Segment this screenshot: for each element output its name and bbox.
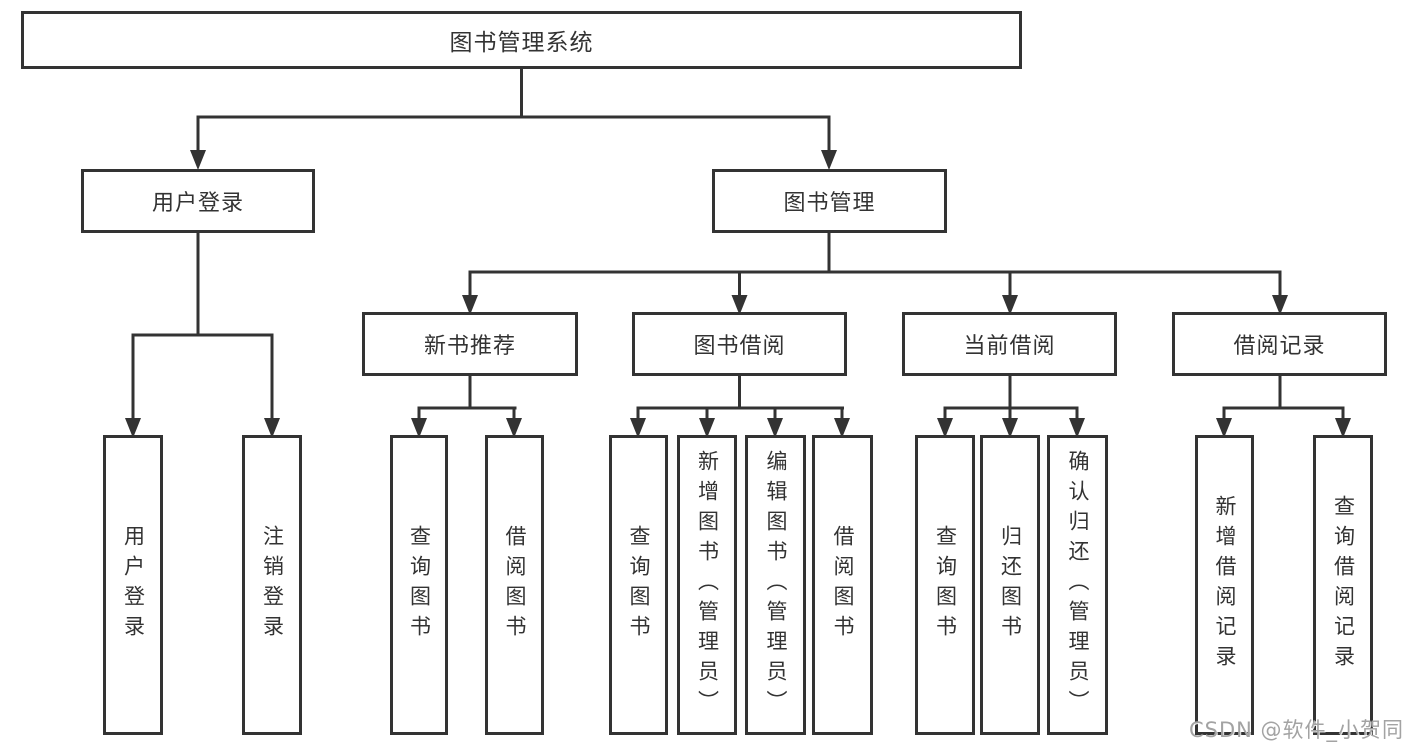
leaf-query-borrow-record: 查询借阅记录	[1313, 435, 1373, 735]
arrowhead	[1216, 418, 1232, 438]
connector-book-borrowing-children	[630, 376, 850, 438]
leaf-query-books-current: 查询图书	[915, 435, 975, 735]
connector-new-book-children	[411, 376, 522, 438]
arrowhead	[1272, 295, 1288, 315]
node-book-borrowing: 图书借阅	[632, 312, 847, 376]
leaf-label: 查询借阅记录	[1331, 495, 1356, 675]
arrowhead	[937, 418, 953, 438]
leaf-confirm-return-admin: 确认归还（管理员）	[1047, 435, 1108, 735]
arrowhead	[767, 418, 783, 438]
node-book-management: 图书管理	[712, 169, 947, 233]
leaf-add-book-admin: 新增图书（管理员）	[677, 435, 737, 735]
connector-root-to-level2	[190, 69, 837, 170]
leaf-label: 确认归还（管理员）	[1066, 450, 1090, 720]
leaf-user-login: 用户登录	[103, 435, 163, 735]
node-new-book-recommendation: 新书推荐	[362, 312, 578, 376]
leaf-label: 查询图书	[627, 525, 651, 645]
arrowhead	[1002, 418, 1018, 438]
node-borrowing-records: 借阅记录	[1172, 312, 1387, 376]
arrowhead	[1069, 418, 1085, 438]
connector-user-login-children	[125, 232, 280, 438]
arrowhead	[506, 418, 522, 438]
arrowhead	[411, 418, 427, 438]
leaf-label: 注销登录	[260, 525, 285, 645]
leaf-add-borrow-record: 新增借阅记录	[1195, 435, 1254, 735]
leaf-label: 新增借阅记录	[1213, 495, 1237, 675]
node-current-borrowing: 当前借阅	[902, 312, 1117, 376]
leaf-query-books-recommend: 查询图书	[390, 435, 448, 735]
connector-borrowing-records-children	[1216, 376, 1351, 438]
leaf-label: 查询图书	[407, 525, 432, 645]
leaf-borrow-books: 借阅图书	[812, 435, 873, 735]
arrowhead	[821, 150, 837, 170]
connector-book-management-to-level3	[462, 233, 1288, 315]
arrowhead	[190, 150, 206, 170]
arrowhead	[699, 418, 715, 438]
arrowhead	[462, 295, 478, 315]
leaf-query-books-borrowing: 查询图书	[609, 435, 668, 735]
node-user-login: 用户登录	[81, 169, 315, 233]
leaf-label: 查询图书	[933, 525, 958, 645]
node-library-system: 图书管理系统	[21, 11, 1022, 69]
leaf-edit-book-admin: 编辑图书（管理员）	[745, 435, 806, 735]
leaf-label: 新增图书（管理员）	[695, 450, 720, 720]
arrowhead	[1335, 418, 1351, 438]
arrowhead	[834, 418, 850, 438]
arrowhead	[264, 418, 280, 438]
arrowhead	[125, 418, 141, 438]
leaf-borrow-books-recommend: 借阅图书	[485, 435, 544, 735]
leaf-return-books: 归还图书	[980, 435, 1040, 735]
leaf-label: 编辑图书（管理员）	[764, 450, 788, 720]
leaf-label: 借阅图书	[831, 525, 855, 645]
leaf-label: 归还图书	[998, 525, 1023, 645]
csdn-watermark: CSDN @软件_小贺同学	[1189, 718, 1405, 742]
arrowhead	[731, 295, 748, 315]
arrowhead	[630, 418, 646, 438]
leaf-label: 用户登录	[121, 525, 146, 645]
arrowhead	[1002, 295, 1018, 315]
leaf-label: 借阅图书	[503, 525, 527, 645]
connector-current-borrowing-children	[937, 376, 1085, 438]
leaf-logout: 注销登录	[242, 435, 302, 735]
